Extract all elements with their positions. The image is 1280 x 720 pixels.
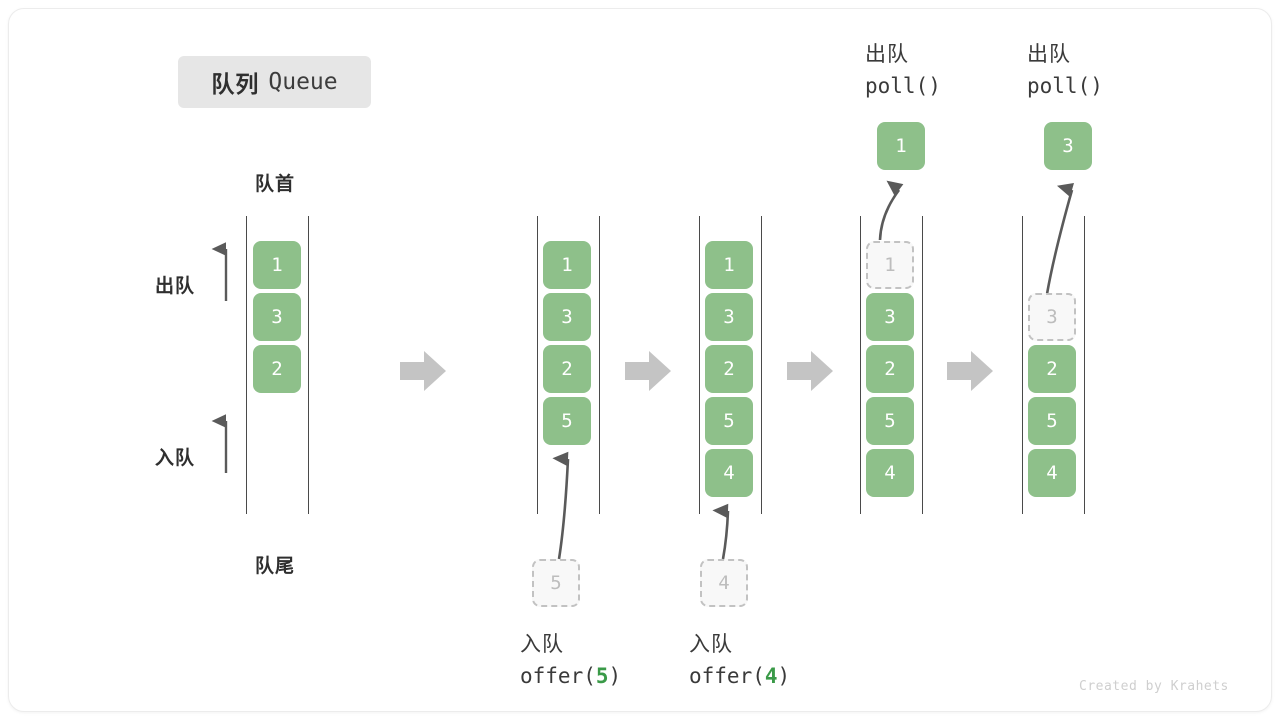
rail-right-stage-3 [761,216,762,514]
operation-caption-code: poll() [865,73,941,98]
enqueue-arrow-icon [552,451,570,560]
step-arrow-icon [400,351,446,391]
step-arrow-icon [787,351,833,391]
rail-right-stage-5 [1084,216,1085,514]
dequeue-direction-arrow-icon [211,242,228,301]
queue-head-label: 队首 [254,174,295,195]
popped-cell: 1 [877,122,925,170]
title-badge: 队列 Queue [178,56,371,108]
dequeue-arrow-icon [1045,182,1074,295]
diagram-card: 队列 Queue 队首 1 3 2 出队 入队 队尾 1 3 2 5 5 入队 … [8,8,1272,712]
queue-cell: 4 [866,449,914,497]
rail-left-stage-5 [1022,216,1023,514]
enqueue-direction-label: 入队 [155,448,196,469]
rail-left-stage-3 [699,216,700,514]
queue-cell: 5 [705,397,753,445]
queue-cell: 3 [705,293,753,341]
operation-caption-poll-1: 出队 poll() [865,39,941,102]
operation-caption-cn: 出队 [1027,43,1071,66]
rail-right-stage-2 [599,216,600,514]
operation-caption-poll-3: 出队 poll() [1027,39,1103,102]
enqueue-arrow-icon [712,503,730,560]
queue-cell: 1 [543,241,591,289]
queue-cell: 3 [866,293,914,341]
operation-caption-cn: 出队 [865,43,909,66]
queue-tail-label: 队尾 [254,556,295,577]
rail-left-stage-1 [246,216,247,514]
queue-cell: 4 [1028,449,1076,497]
removed-ghost-cell: 1 [866,241,914,289]
rail-right-stage-4 [922,216,923,514]
rail-left-stage-4 [860,216,861,514]
queue-cell: 2 [1028,345,1076,393]
operation-caption-offer-4: 入队 offer(4) [689,629,790,692]
queue-cell: 1 [705,241,753,289]
queue-cell: 5 [866,397,914,445]
operation-fn-close: ) [777,663,791,688]
queue-cell-new: 5 [543,397,591,445]
operation-caption-code: poll() [1027,73,1103,98]
removed-ghost-cell: 3 [1028,293,1076,341]
step-arrow-icon [947,351,993,391]
step-arrow-icon [625,351,671,391]
dequeue-direction-label: 出队 [155,276,196,297]
operation-caption-offer-5: 入队 offer(5) [520,629,621,692]
queue-cell: 3 [253,293,301,341]
queue-cell: 3 [543,293,591,341]
dequeue-arrow-icon [878,180,904,241]
queue-cell: 5 [1028,397,1076,445]
rail-right-stage-1 [308,216,309,514]
enqueue-direction-arrow-icon [211,414,228,473]
incoming-ghost-cell: 5 [532,559,580,607]
operation-caption-cn: 入队 [520,633,564,656]
operation-arg: 4 [764,663,778,688]
queue-cell-new: 4 [705,449,753,497]
credit-text: Created by Krahets [1079,679,1229,694]
operation-caption-code: offer(4) [689,661,790,693]
queue-cell: 2 [705,345,753,393]
queue-cell: 2 [866,345,914,393]
operation-caption-code: offer(5) [520,661,621,693]
operation-fn-name: offer( [689,663,765,688]
popped-cell: 3 [1044,122,1092,170]
incoming-ghost-cell: 4 [700,559,748,607]
operation-caption-cn: 入队 [689,633,733,656]
queue-cell: 2 [253,345,301,393]
title-en: Queue [268,69,338,95]
title-cn: 队列 [211,71,260,97]
rail-left-stage-2 [537,216,538,514]
queue-cell: 1 [253,241,301,289]
operation-arg: 5 [595,663,609,688]
operation-fn-close: ) [608,663,622,688]
operation-fn-name: offer( [520,663,596,688]
queue-cell: 2 [543,345,591,393]
